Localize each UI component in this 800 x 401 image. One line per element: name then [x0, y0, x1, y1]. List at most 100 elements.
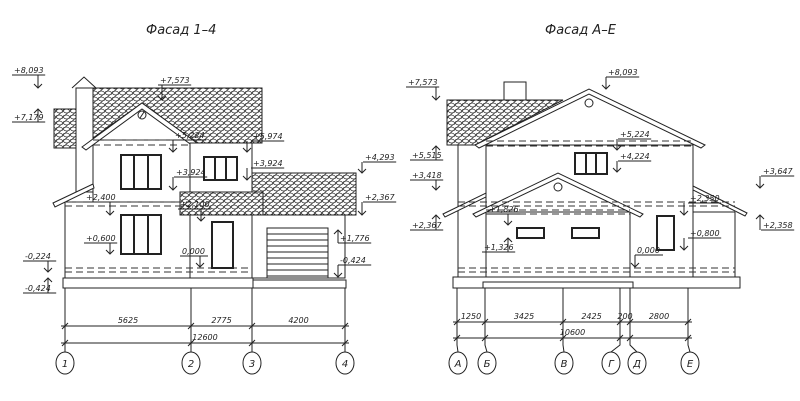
level-mark: 0,000: [180, 247, 208, 268]
axis-line: [484, 288, 488, 353]
level-arrow-icon: [679, 210, 689, 216]
level-arrow-icon: [612, 167, 622, 173]
axis-label: 1: [62, 359, 68, 370]
level-mark: +5,974: [242, 132, 285, 153]
level-arrow-icon: [195, 262, 205, 268]
level-label: +0,600: [86, 234, 116, 243]
level-mark: +7,573: [406, 78, 441, 101]
axis-line: [610, 288, 621, 353]
dimension-label: 3425: [514, 312, 534, 321]
dimension-label: 2425: [581, 312, 601, 321]
level-arrow-icon: [431, 214, 441, 220]
level-mark: -0,224: [23, 252, 57, 273]
level-arrow-icon: [431, 145, 441, 151]
axis-label: Б: [484, 359, 491, 370]
level-label: +2,100: [180, 200, 210, 209]
axis-marker: [627, 351, 647, 375]
small-window: [516, 227, 545, 239]
level-label: +2,367: [365, 193, 396, 202]
axis-marker: [601, 351, 621, 375]
level-label: +1,776: [340, 234, 370, 243]
level-mark: +2,367: [410, 214, 444, 231]
side-roof: [446, 99, 564, 146]
level-label: -0,424: [340, 256, 366, 265]
level-arrow-icon: [630, 262, 640, 268]
level-label: +3,924: [253, 159, 283, 168]
level-arrow-icon: [679, 245, 689, 251]
level-arrow-icon: [612, 145, 622, 151]
level-mark: +3,924: [168, 168, 208, 191]
axis-marker: [55, 351, 75, 375]
dimension-label: 2775: [211, 316, 231, 325]
lower-window: [120, 214, 162, 255]
level-arrow-icon: [357, 168, 367, 174]
axis-label: 3: [249, 359, 255, 370]
level-arrow-icon: [431, 95, 441, 101]
dimension-label: 1250: [461, 312, 481, 321]
level-mark: +2,100: [178, 200, 212, 222]
level-label: 0,000: [182, 247, 205, 256]
entrance-door: [211, 221, 234, 269]
dimension-label: 200: [617, 312, 632, 321]
level-arrow-icon: [168, 185, 178, 191]
level-mark: +2,350: [679, 194, 722, 216]
level-arrow-icon: [755, 183, 765, 189]
dimension-label: 4200: [288, 316, 308, 325]
level-arrow-icon: [242, 147, 252, 153]
level-arrow-icon: [431, 185, 441, 191]
axis-label: Г: [608, 359, 615, 370]
axis-line: [562, 288, 565, 353]
axis-label: Е: [687, 359, 694, 370]
level-mark: +3,924: [242, 159, 285, 181]
level-label: +5,515: [412, 151, 442, 160]
level-arrow-icon: [503, 220, 513, 226]
level-label: +5,224: [175, 131, 205, 140]
level-mark: +5,515: [410, 145, 444, 161]
axis-label: Д: [632, 359, 641, 370]
level-label: +1,326: [484, 243, 514, 252]
level-arrow-icon: [242, 175, 252, 181]
level-label: +8,093: [608, 68, 638, 77]
axis-label: 4: [342, 359, 348, 370]
dimension-label: 2800: [649, 312, 669, 321]
small-window: [571, 227, 600, 239]
level-label: +4,224: [620, 152, 650, 161]
level-mark: +4,224: [612, 152, 652, 173]
garage-door: [266, 227, 329, 279]
left-side-roof: [53, 108, 77, 149]
chimney: [503, 81, 527, 101]
side-window: [656, 215, 675, 251]
level-mark: +2,400: [84, 193, 118, 216]
level-label: +4,293: [365, 153, 395, 162]
garage-roof: [251, 172, 357, 216]
axis-marker: [680, 351, 700, 375]
axis-marker: [242, 351, 262, 375]
level-label: +8,093: [14, 66, 44, 75]
level-mark: +4,293: [357, 153, 397, 174]
level-mark: +7,573: [157, 76, 192, 101]
level-mark: -0,424: [23, 277, 57, 294]
level-mark: +0,600: [84, 234, 118, 255]
axis-label: В: [561, 359, 568, 370]
level-label: -0,224: [25, 252, 51, 261]
level-arrow-icon: [503, 237, 513, 243]
level-label: +5,974: [253, 132, 283, 141]
level-arrow-icon: [43, 277, 53, 283]
axis-label: 2: [188, 359, 194, 370]
level-mark: +1,326: [482, 237, 516, 253]
level-mark: 0,000: [630, 246, 663, 268]
level-arrow-icon: [333, 272, 343, 278]
chimney: [75, 87, 94, 193]
upper-window: [574, 152, 608, 175]
level-arrow-icon: [43, 267, 53, 273]
axis-marker: [181, 351, 201, 375]
level-label: +7,573: [408, 78, 438, 87]
upper-right-window: [203, 156, 238, 181]
level-label: +1,826: [489, 205, 519, 214]
level-arrow-icon: [755, 214, 765, 220]
level-mark: +8,093: [601, 68, 640, 90]
axis-label: А: [454, 359, 462, 370]
level-label: +3,924: [176, 168, 206, 177]
level-label: -0,424: [25, 284, 51, 293]
